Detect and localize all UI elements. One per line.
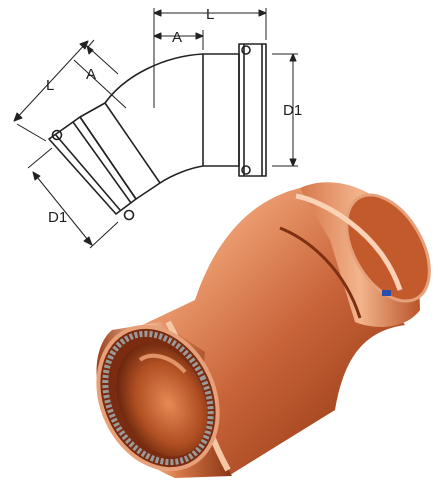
blue-marker <box>382 290 391 296</box>
elbow-inner-curve <box>159 165 204 184</box>
elbow-outer-curve <box>104 53 204 104</box>
label-length-top: L <box>206 6 214 23</box>
label-length-left: L <box>46 77 54 94</box>
inside-highlight <box>138 353 187 374</box>
left-socket <box>48 102 161 221</box>
right-socket-shadow <box>279 226 362 319</box>
label-diameter-right: D1 <box>283 102 302 119</box>
right-socket-ridge <box>295 193 403 291</box>
right-socket <box>202 43 267 177</box>
copper-elbow-photo <box>96 182 431 478</box>
right-socket-rim <box>345 193 431 303</box>
label-diameter-left: D1 <box>48 209 67 226</box>
dimension-lines <box>13 8 298 249</box>
label-offset-top: A <box>172 29 182 46</box>
label-offset-left: A <box>86 66 96 83</box>
technical-drawing: L A D1 L A D1 <box>13 6 302 249</box>
seal-ring <box>102 330 214 466</box>
